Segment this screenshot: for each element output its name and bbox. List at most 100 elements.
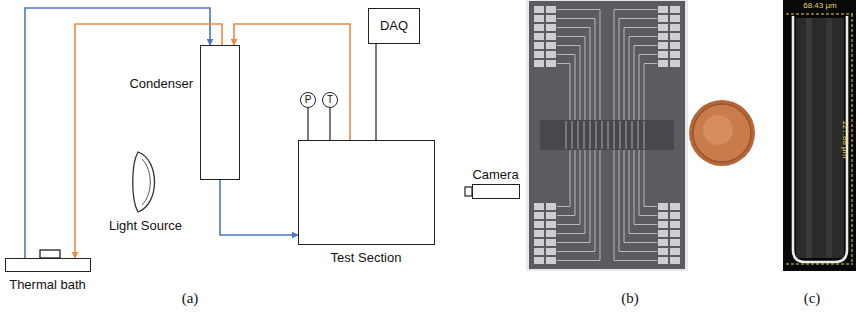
chip-pad [546, 230, 556, 237]
camera-body: Camera [472, 184, 520, 199]
chip-pad [546, 6, 556, 13]
chip-pad [670, 230, 680, 237]
chip-pad [534, 24, 544, 31]
channel-micrograph-part [796, 18, 844, 258]
chip-trace [557, 28, 590, 121]
chip-pad [658, 42, 668, 49]
chip-pad [546, 257, 556, 264]
heater-line [620, 121, 621, 149]
chip-pad [534, 221, 544, 228]
heater-line [638, 121, 639, 149]
chip-pad [658, 60, 668, 67]
chip-pad [534, 42, 544, 49]
heater-line [626, 121, 627, 149]
chip-trace [639, 150, 657, 216]
chip-trace [629, 150, 657, 234]
chip-trace [619, 19, 657, 121]
chip-trace [557, 150, 595, 252]
chip-trace [557, 150, 570, 207]
chip-pad [658, 24, 668, 31]
chip-pad [658, 230, 668, 237]
chip-trace [557, 150, 585, 234]
chip-pad [534, 33, 544, 40]
chip-trace [624, 150, 657, 243]
chip-trace [629, 37, 657, 121]
chip-pad [670, 33, 680, 40]
chip-trace [639, 55, 657, 121]
thermal-bath-lid [40, 250, 60, 258]
chip-pad [534, 239, 544, 246]
chip-pad [670, 221, 680, 228]
chip-pad [658, 212, 668, 219]
test-section-vessel: Test Section [298, 140, 435, 245]
temperature-gauge: T [322, 92, 338, 108]
chip-pad [534, 6, 544, 13]
chip-pad [658, 15, 668, 22]
node-text: DAQ [380, 18, 408, 34]
chip-pad [546, 42, 556, 49]
chip-trace [557, 64, 570, 121]
dimension-label: 68.43 μm [803, 2, 837, 11]
node-caption: Camera [472, 167, 518, 183]
channel-micrograph [783, 0, 856, 271]
chip-trace [557, 150, 580, 225]
chip-pad [534, 212, 544, 219]
chip-pad [546, 33, 556, 40]
pipe-connector [25, 8, 210, 258]
chip-trace [557, 150, 600, 261]
pipe-connector [234, 24, 350, 140]
heater-line [608, 121, 609, 149]
chip-pad [670, 203, 680, 210]
chip-pad [534, 203, 544, 210]
chip-pad [546, 24, 556, 31]
chip-pad [546, 221, 556, 228]
heater-line [590, 121, 591, 149]
chip-photo-part [540, 120, 674, 150]
lens-body [133, 152, 155, 212]
chip-trace [557, 37, 585, 121]
chip-photo-part [529, 1, 685, 269]
camera-lens-part [465, 187, 472, 196]
daq-box: DAQ [368, 8, 420, 44]
node-text: T [327, 95, 333, 105]
pipe-connector [375, 44, 376, 140]
chip-pad [658, 221, 668, 228]
channel-micrograph-part [786, 14, 853, 15]
node-caption: Thermal bath [9, 277, 86, 293]
chip-pad [534, 15, 544, 22]
node-caption: Light Source [109, 218, 182, 234]
chip-trace [634, 46, 657, 121]
pipe-connector [307, 108, 308, 140]
chip-trace [644, 64, 657, 121]
chip-pad [658, 6, 668, 13]
chip-pad [670, 248, 680, 255]
chip-pad [658, 239, 668, 246]
condenser-column: Condenser [200, 45, 240, 180]
chip-pad [534, 257, 544, 264]
channel-micrograph-part [806, 18, 812, 258]
panel-label: (b) [621, 290, 639, 307]
coin [689, 100, 755, 166]
heater-line [614, 121, 615, 149]
chip-trace [624, 28, 657, 121]
chip-pad [658, 257, 668, 264]
node-caption: Test Section [331, 250, 402, 266]
heater-line [572, 121, 573, 149]
chip-pad [670, 212, 680, 219]
chip-trace [619, 150, 657, 252]
pressure-gauge: P [300, 92, 316, 108]
chip-trace [557, 10, 600, 121]
chip-pad [546, 15, 556, 22]
heater-line [584, 121, 585, 149]
channel-micrograph-part [783, 0, 856, 271]
chip-photo [526, 0, 688, 271]
chip-pad [658, 51, 668, 58]
lens-outline [130, 150, 164, 214]
light-source-lens: Light Source [130, 150, 164, 214]
chip-trace [614, 10, 657, 121]
chip-pad [670, 257, 680, 264]
chip-pad [546, 51, 556, 58]
chip-trace [557, 55, 575, 121]
chip-pad [546, 239, 556, 246]
channel-micrograph-part [826, 18, 832, 258]
